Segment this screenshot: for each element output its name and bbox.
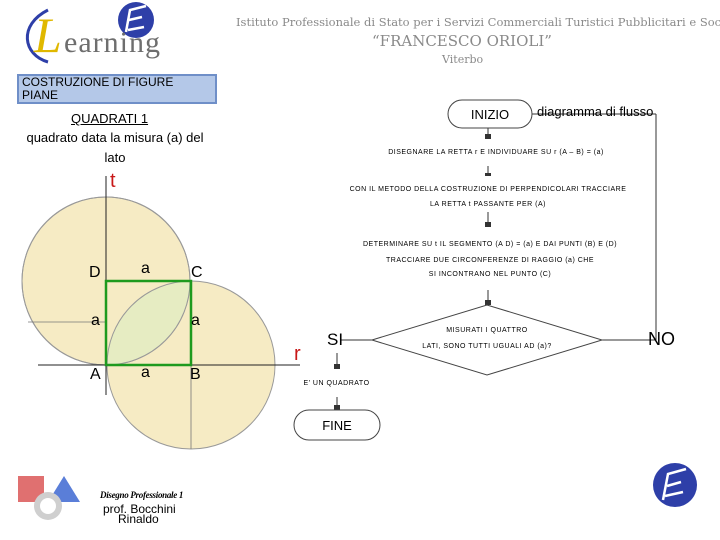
flow-no: NO [648, 329, 675, 349]
shapes-logo-icon [18, 476, 80, 520]
institute-line-2: “FRANCESCO ORIOLI” [372, 32, 552, 50]
logo-word: earning [64, 26, 161, 59]
flow-yes: SI [327, 330, 344, 349]
square [104, 279, 193, 367]
flow-step1: DISEGNARE LA RETTA r E INDIVIDUARE SU r … [388, 149, 604, 156]
label-point-c: C [191, 264, 203, 281]
label-side-top: a [141, 260, 150, 277]
flow-decision-shape [370, 304, 604, 376]
label-side-bottom: a [141, 364, 150, 381]
label-point-d: D [89, 264, 101, 281]
footer-teacher-line2: Rinaldo [118, 512, 159, 526]
flow-end-shape [293, 409, 381, 441]
flow-step2-shape [338, 176, 638, 212]
flow-step1-shape [370, 140, 622, 166]
footer-course: Disegno Professionale 1 [100, 490, 184, 500]
flow-label: diagramma di flusso [537, 104, 654, 119]
label-line-t: t [110, 170, 116, 192]
flow-step4-line1: TRACCIARE DUE CIRCONFERENZE DI RAGGIO (a… [385, 257, 594, 264]
flow-step3: DETERMINARE SU t IL SEGMENTO (A D) = (a)… [362, 241, 618, 248]
flow-result-shape [293, 370, 380, 396]
flow-step2-line2: LA RETTA t PASSANTE PER (A) [430, 201, 546, 208]
flow-start: INIZIO [470, 107, 510, 122]
label-point-b: B [190, 366, 201, 383]
logo-swirl-icon [25, 2, 154, 64]
label-side-right: a [191, 312, 200, 329]
institute-line-1: Istituto Professionale di Stato per i Se… [236, 15, 720, 29]
logo-letter: L [34, 7, 62, 63]
flow-step3-shape [355, 228, 625, 290]
flow-decision-line2: LATI, SONO TUTTI UGUALI AD (a)? [422, 343, 552, 350]
logo: L earning [18, 0, 178, 65]
institute-line-3: Viterbo [442, 53, 484, 66]
label-point-a: A [90, 366, 101, 383]
title-box: COSTRUZIONE DI FIGURE PIANE [17, 74, 217, 104]
corner-logo-icon [653, 463, 697, 507]
circle-overlap [106, 280, 190, 365]
label-side-left: a [91, 312, 100, 329]
flow-end: FINE [322, 418, 352, 433]
flow-step2-line1: CON IL METODO DELLA COSTRUZIONE DI PERPE… [349, 186, 627, 193]
label-line-r: r [294, 343, 301, 365]
flow-decision-line1: MISURATI I QUATTRO [446, 327, 528, 334]
flow-result: E' UN QUADRATO [303, 380, 370, 387]
footer-teacher-line1: prof. Bocchini [103, 502, 176, 516]
subtitle: QUADRATI 1 [71, 111, 149, 126]
flow-start-shape [447, 99, 533, 129]
flow-step4-line2: SI INCONTRANO NEL PUNTO (C) [428, 271, 552, 278]
description: quadrato data la misura (a) del lato [26, 130, 204, 165]
